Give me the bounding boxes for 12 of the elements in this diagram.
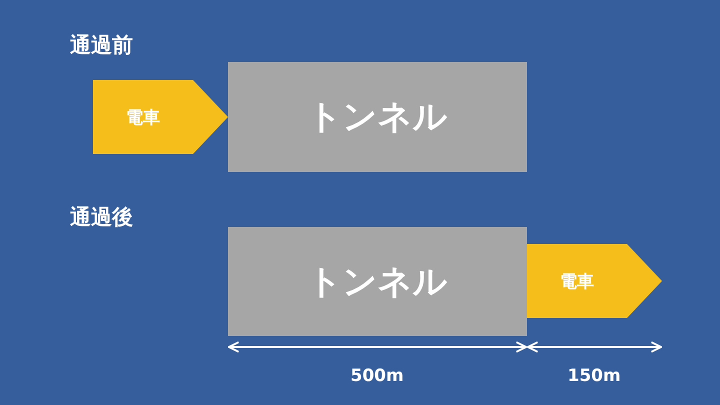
tunnel-box	[228, 227, 527, 336]
dimension-label: 500m	[350, 366, 404, 386]
dimension-label: 150m	[568, 366, 621, 386]
section-heading: 通過後	[70, 204, 133, 231]
tunnel-box	[228, 62, 527, 172]
tunnel-label: トンネル	[308, 260, 448, 304]
train-label: 電車	[125, 106, 161, 128]
train-arrow	[527, 244, 662, 318]
train-label: 電車	[559, 270, 595, 292]
section-heading: 通過前	[70, 32, 133, 59]
tunnel-label: トンネル	[308, 96, 448, 139]
train-arrow	[93, 80, 228, 154]
